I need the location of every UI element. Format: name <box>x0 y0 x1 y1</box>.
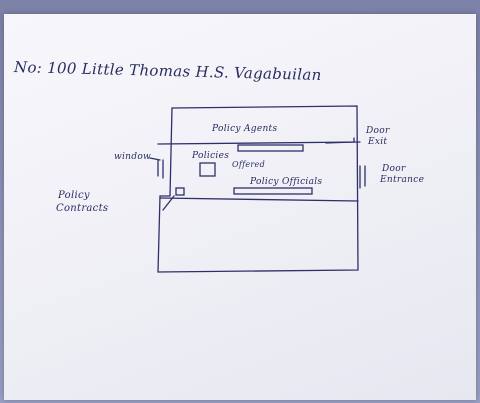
offered-box <box>199 162 216 177</box>
exit-door-marker <box>325 137 355 144</box>
label-policy-officials: Policy Officials <box>250 177 323 187</box>
label-policies-offered-top: Policies <box>192 151 230 161</box>
label-door-entrance-bottom: Entrance <box>380 175 425 185</box>
window-pointer <box>149 157 161 161</box>
officials-counter <box>233 187 313 195</box>
label-policy-contracts-bottom: Contracts <box>56 203 109 214</box>
label-policy-agents: Policy Agents <box>212 124 278 134</box>
entrance-door-marker <box>359 165 366 189</box>
window-marker <box>157 159 164 179</box>
agents-counter <box>237 144 304 152</box>
label-door-entrance-top: Door <box>382 164 406 174</box>
contracts-desk <box>175 187 185 196</box>
label-door-exit-bottom: Exit <box>368 137 388 147</box>
paper-sheet <box>4 14 476 400</box>
contracts-pointer <box>162 195 175 211</box>
divider-upper <box>157 141 361 145</box>
label-policies-offered-bottom: Offered <box>232 160 265 169</box>
label-policy-contracts-top: Policy <box>58 190 90 201</box>
label-window: window <box>114 152 152 162</box>
building-outline <box>157 105 359 273</box>
divider-lower <box>159 197 359 202</box>
label-door-exit-top: Door <box>366 126 390 136</box>
